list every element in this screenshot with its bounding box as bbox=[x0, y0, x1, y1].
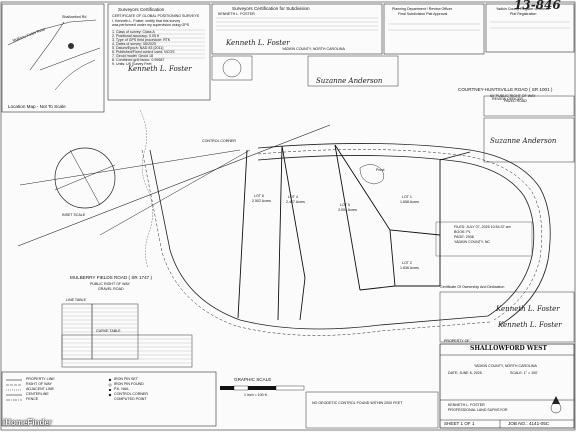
surveyor-signature: Kenneth L. Foster bbox=[498, 321, 562, 329]
lot-area: 3.004 Acres bbox=[338, 208, 357, 212]
graphic-scale-label: GRAPHIC SCALE bbox=[234, 377, 272, 382]
cert-line: I, Kenneth L. Foster, certify that this … bbox=[112, 19, 181, 23]
review-officer-label: REVIEW OFFICER bbox=[492, 97, 523, 101]
surveyor-signature: Kenneth L. Foster bbox=[128, 65, 192, 73]
lot-area: 2.502 Acres bbox=[252, 199, 271, 203]
no-control-note: NO GEODETIC CONTROL FOUND WITHIN 2000 FE… bbox=[312, 401, 403, 405]
cert-line: 9. Units: US Survey Feet bbox=[112, 62, 152, 66]
job-number: JOB NO.: 4141-05C bbox=[508, 421, 550, 426]
owner-label: PROPERTY OF bbox=[444, 339, 470, 343]
county-label: YADKIN COUNTY, NORTH CAROLINA bbox=[282, 47, 345, 51]
curve-table-header: CURVE TABLE bbox=[96, 329, 121, 333]
road-top-surface: PAVED ROAD bbox=[504, 99, 528, 103]
planning-title: Planning Department / Review Officer bbox=[392, 7, 453, 11]
recording-page: PAGE: 2938 bbox=[454, 235, 474, 239]
owner-signature: Suzanne Anderson bbox=[490, 137, 557, 145]
inset-scale-label: INSET SCALE bbox=[62, 213, 86, 217]
surveyor-cert-title: Surveyors Certification bbox=[118, 7, 165, 12]
lot-label: LOT 1 bbox=[402, 195, 412, 199]
surveyor-name: KENNETH L. FOSTER bbox=[218, 12, 255, 16]
firm-label: PROFESSIONAL LAND SURVEYOR bbox=[448, 408, 508, 412]
recording-book: BOOK: PL bbox=[454, 230, 471, 234]
legend-item: P.K. NAIL bbox=[114, 387, 130, 391]
township-label: YADKIN COUNTY, NORTH CAROLINA bbox=[474, 364, 537, 368]
cert-line: 8. Combined grid factor: 0.99987 bbox=[112, 58, 165, 62]
legend-item: IRON PIN SET bbox=[114, 377, 138, 381]
recording-county: YADKIN COUNTY, NC bbox=[454, 240, 491, 244]
line-table-header: LINE TABLE bbox=[66, 298, 87, 302]
location-map-frame bbox=[1, 3, 105, 113]
road-top-row: 60' PUBLIC RIGHT OF WAY bbox=[490, 94, 536, 98]
cert-line: 3. Type of GPS field procedure: RTK bbox=[112, 38, 171, 42]
surveyor-signature: Kenneth L. Foster bbox=[226, 39, 290, 47]
legend-item: ADJACENT LINE bbox=[26, 387, 54, 391]
scale-text: 1 inch = 100 ft. bbox=[244, 393, 268, 397]
lot-label: LOT 6 bbox=[254, 194, 264, 198]
sheet-number: SHEET 1 OF 1 bbox=[444, 421, 475, 426]
cert-line: was performed under my supervision using… bbox=[112, 23, 190, 27]
owners-cert-title: Certificate Of Ownership And Dedication bbox=[440, 285, 505, 289]
surveyor-signature: Kenneth L. Foster bbox=[496, 305, 560, 313]
cert-line: 5. Datum/Epoch: NAD 83 (2011) bbox=[112, 46, 164, 50]
legend-item: FENCE bbox=[26, 397, 39, 401]
corner-note: 13-846 bbox=[514, 0, 561, 12]
cert-line: 4. Dates of survey: 06/2025 bbox=[112, 42, 156, 46]
legend-item: CONTROL CORNER bbox=[114, 392, 149, 396]
location-map-title: Location Map - Not To Scale bbox=[8, 104, 66, 109]
legend-item: RIGHT OF WAY bbox=[26, 382, 52, 386]
cert-line: 6. Published/Fixed control used: NCGS bbox=[112, 50, 175, 54]
cert-line: 1. Class of survey: Class A bbox=[112, 30, 155, 34]
lot-area: 1.658 Acres bbox=[400, 200, 419, 204]
road-top-name: COURTNEY-HUNTSVILLE ROAD ( SR 1001 ) bbox=[458, 87, 553, 92]
lot-label: LOT 2 bbox=[402, 261, 412, 265]
lot-area: 1.636 Acres bbox=[400, 266, 419, 270]
cert-line: 7. Geoid model: Geoid 18 bbox=[112, 54, 153, 58]
lot-label: LOT 4 bbox=[288, 195, 298, 199]
cert-line: CERTIFICATE OF GLOBAL POSITIONING SURVEY… bbox=[112, 14, 200, 18]
pond-label: Pond bbox=[376, 168, 385, 172]
legend-item: CENTERLINE bbox=[26, 392, 49, 396]
cert-line: 2. Positional accuracy: 0.05 ft bbox=[112, 34, 159, 38]
watermark-logo: iHomeFinder bbox=[3, 418, 52, 427]
lot-area: 2.447 Acres bbox=[286, 200, 305, 204]
scale-label: SCALE: 1" = 100' bbox=[510, 371, 538, 375]
road-left-surface: GRAVEL ROAD bbox=[98, 287, 124, 291]
date-label: DATE: JUNE 6, 2025 bbox=[448, 371, 482, 375]
planning-subtitle: Final Subdivision Plat Approval bbox=[398, 12, 448, 16]
lot-lines bbox=[237, 144, 471, 321]
sub-cert-title: Surveyors Certification for Subdivision bbox=[232, 6, 310, 11]
project-title: SHALLOWFORD WEST bbox=[470, 345, 547, 352]
register-subtitle: Plat Registration bbox=[510, 12, 537, 16]
legend-item: COMPUTED POINT bbox=[114, 397, 147, 401]
control-corner-label: CONTROL CORNER bbox=[202, 139, 237, 143]
reviewer-signature: Suzanne Anderson bbox=[316, 77, 383, 85]
lot-label: LOT 5 bbox=[340, 203, 350, 207]
road-label: Shallowford Rd bbox=[62, 15, 87, 19]
surveyor-name: KENNETH L. FOSTER bbox=[448, 403, 485, 407]
recording-filed: FILED: JULY 07, 2025 10:54:37 am bbox=[454, 225, 511, 229]
road-left-row: PUBLIC RIGHT OF WAY bbox=[90, 282, 130, 286]
road-left-name: MULBERRY FIELDS ROAD ( SR 1747 ) bbox=[70, 275, 153, 280]
legend-item: PROPERTY LINE bbox=[26, 377, 55, 381]
legend-item: IRON PIN FOUND bbox=[114, 382, 144, 386]
register-title: Yadkin County Register of Deeds bbox=[496, 7, 549, 11]
